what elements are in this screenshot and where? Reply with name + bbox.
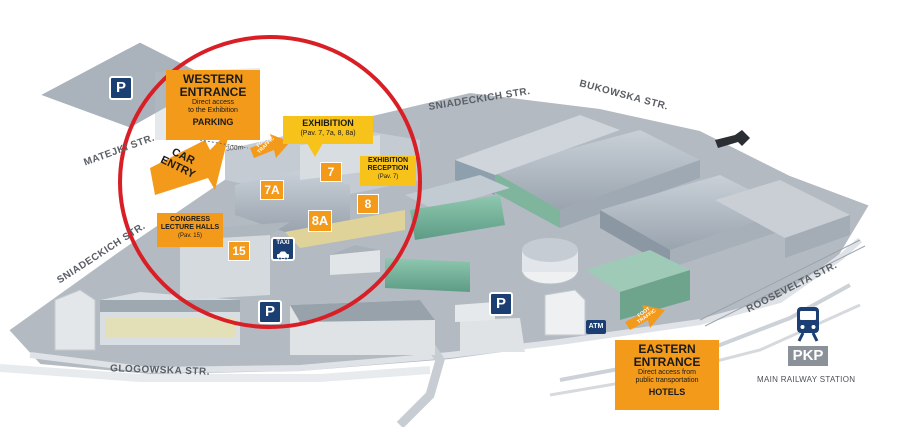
parking-badge-west[interactable]: P bbox=[109, 76, 133, 100]
buildings bbox=[54, 115, 866, 355]
parking-badge-south[interactable]: P bbox=[258, 300, 282, 324]
parking-badge-center[interactable]: P bbox=[489, 292, 513, 316]
western-entrance-sub-2: to the Exhibition bbox=[188, 107, 238, 114]
highlight-circle bbox=[118, 35, 422, 329]
reception-title-1: EXHIBITION bbox=[367, 157, 409, 164]
railway-station-label: MAIN RAILWAY STATION bbox=[757, 375, 856, 384]
eastern-entrance-sub-2: public transportation bbox=[635, 377, 699, 384]
exhibition-title: EXHIBITION bbox=[302, 118, 354, 128]
exhibition-box[interactable]: EXHIBITION (Pav. 7, 7a, 8, 8a) bbox=[283, 116, 373, 144]
western-entrance-box[interactable]: WESTERN ENTRANCE Direct access to the Ex… bbox=[166, 70, 260, 140]
congress-sub: (Pav. 15) bbox=[178, 233, 202, 239]
western-entrance-title-1: WESTERN bbox=[183, 72, 243, 86]
eastern-hotels-label: HOTELS bbox=[648, 387, 686, 397]
pavilion-15-badge[interactable]: 15 bbox=[228, 241, 250, 261]
pavilion-7a-badge[interactable]: 7A bbox=[260, 180, 284, 200]
exhibition-pointer bbox=[307, 143, 323, 157]
taxi-label: TAXI bbox=[276, 240, 290, 246]
train-icon bbox=[797, 307, 819, 342]
reception-title-2: RECEPTION bbox=[367, 165, 409, 172]
eastern-entrance-sub-1: Direct access from bbox=[638, 369, 696, 376]
atm-badge[interactable]: ATM bbox=[586, 320, 606, 334]
reception-sub: (Pav. 7) bbox=[377, 174, 399, 180]
foot-traffic-arrow-west bbox=[250, 134, 290, 158]
taxi-badge[interactable]: TAXI bbox=[271, 237, 295, 261]
western-entrance-sub-1: Direct access bbox=[191, 99, 234, 106]
pavilion-8-badge[interactable]: 8 bbox=[357, 194, 379, 214]
eastern-entrance-title-2: ENTRANCE bbox=[633, 355, 701, 369]
western-entrance-title-2: ENTRANCE bbox=[179, 85, 247, 99]
pavilion-8a-badge[interactable]: 8A bbox=[308, 210, 332, 232]
congress-box[interactable]: CONGRESS LECTURE HALLS (Pav. 15) bbox=[157, 213, 223, 247]
eastern-entrance-title-1: EASTERN bbox=[638, 342, 696, 356]
pavilion-7-badge[interactable]: 7 bbox=[320, 162, 342, 182]
western-parking-label: PARKING bbox=[192, 117, 234, 127]
taxi-icon bbox=[277, 251, 289, 261]
reception-box[interactable]: EXHIBITION RECEPTION (Pav. 7) bbox=[360, 156, 416, 186]
eastern-entrance-box[interactable]: EASTERN ENTRANCE Direct access from publ… bbox=[615, 340, 719, 410]
congress-title-1: CONGRESS bbox=[169, 216, 211, 223]
car-entry-arrow bbox=[150, 130, 230, 195]
exhibition-sub: (Pav. 7, 7a, 8, 8a) bbox=[300, 130, 356, 137]
pkp-badge[interactable]: PKP bbox=[788, 346, 828, 366]
congress-title-2: LECTURE HALLS bbox=[160, 224, 220, 231]
foot-traffic-arrow-east bbox=[625, 305, 665, 330]
